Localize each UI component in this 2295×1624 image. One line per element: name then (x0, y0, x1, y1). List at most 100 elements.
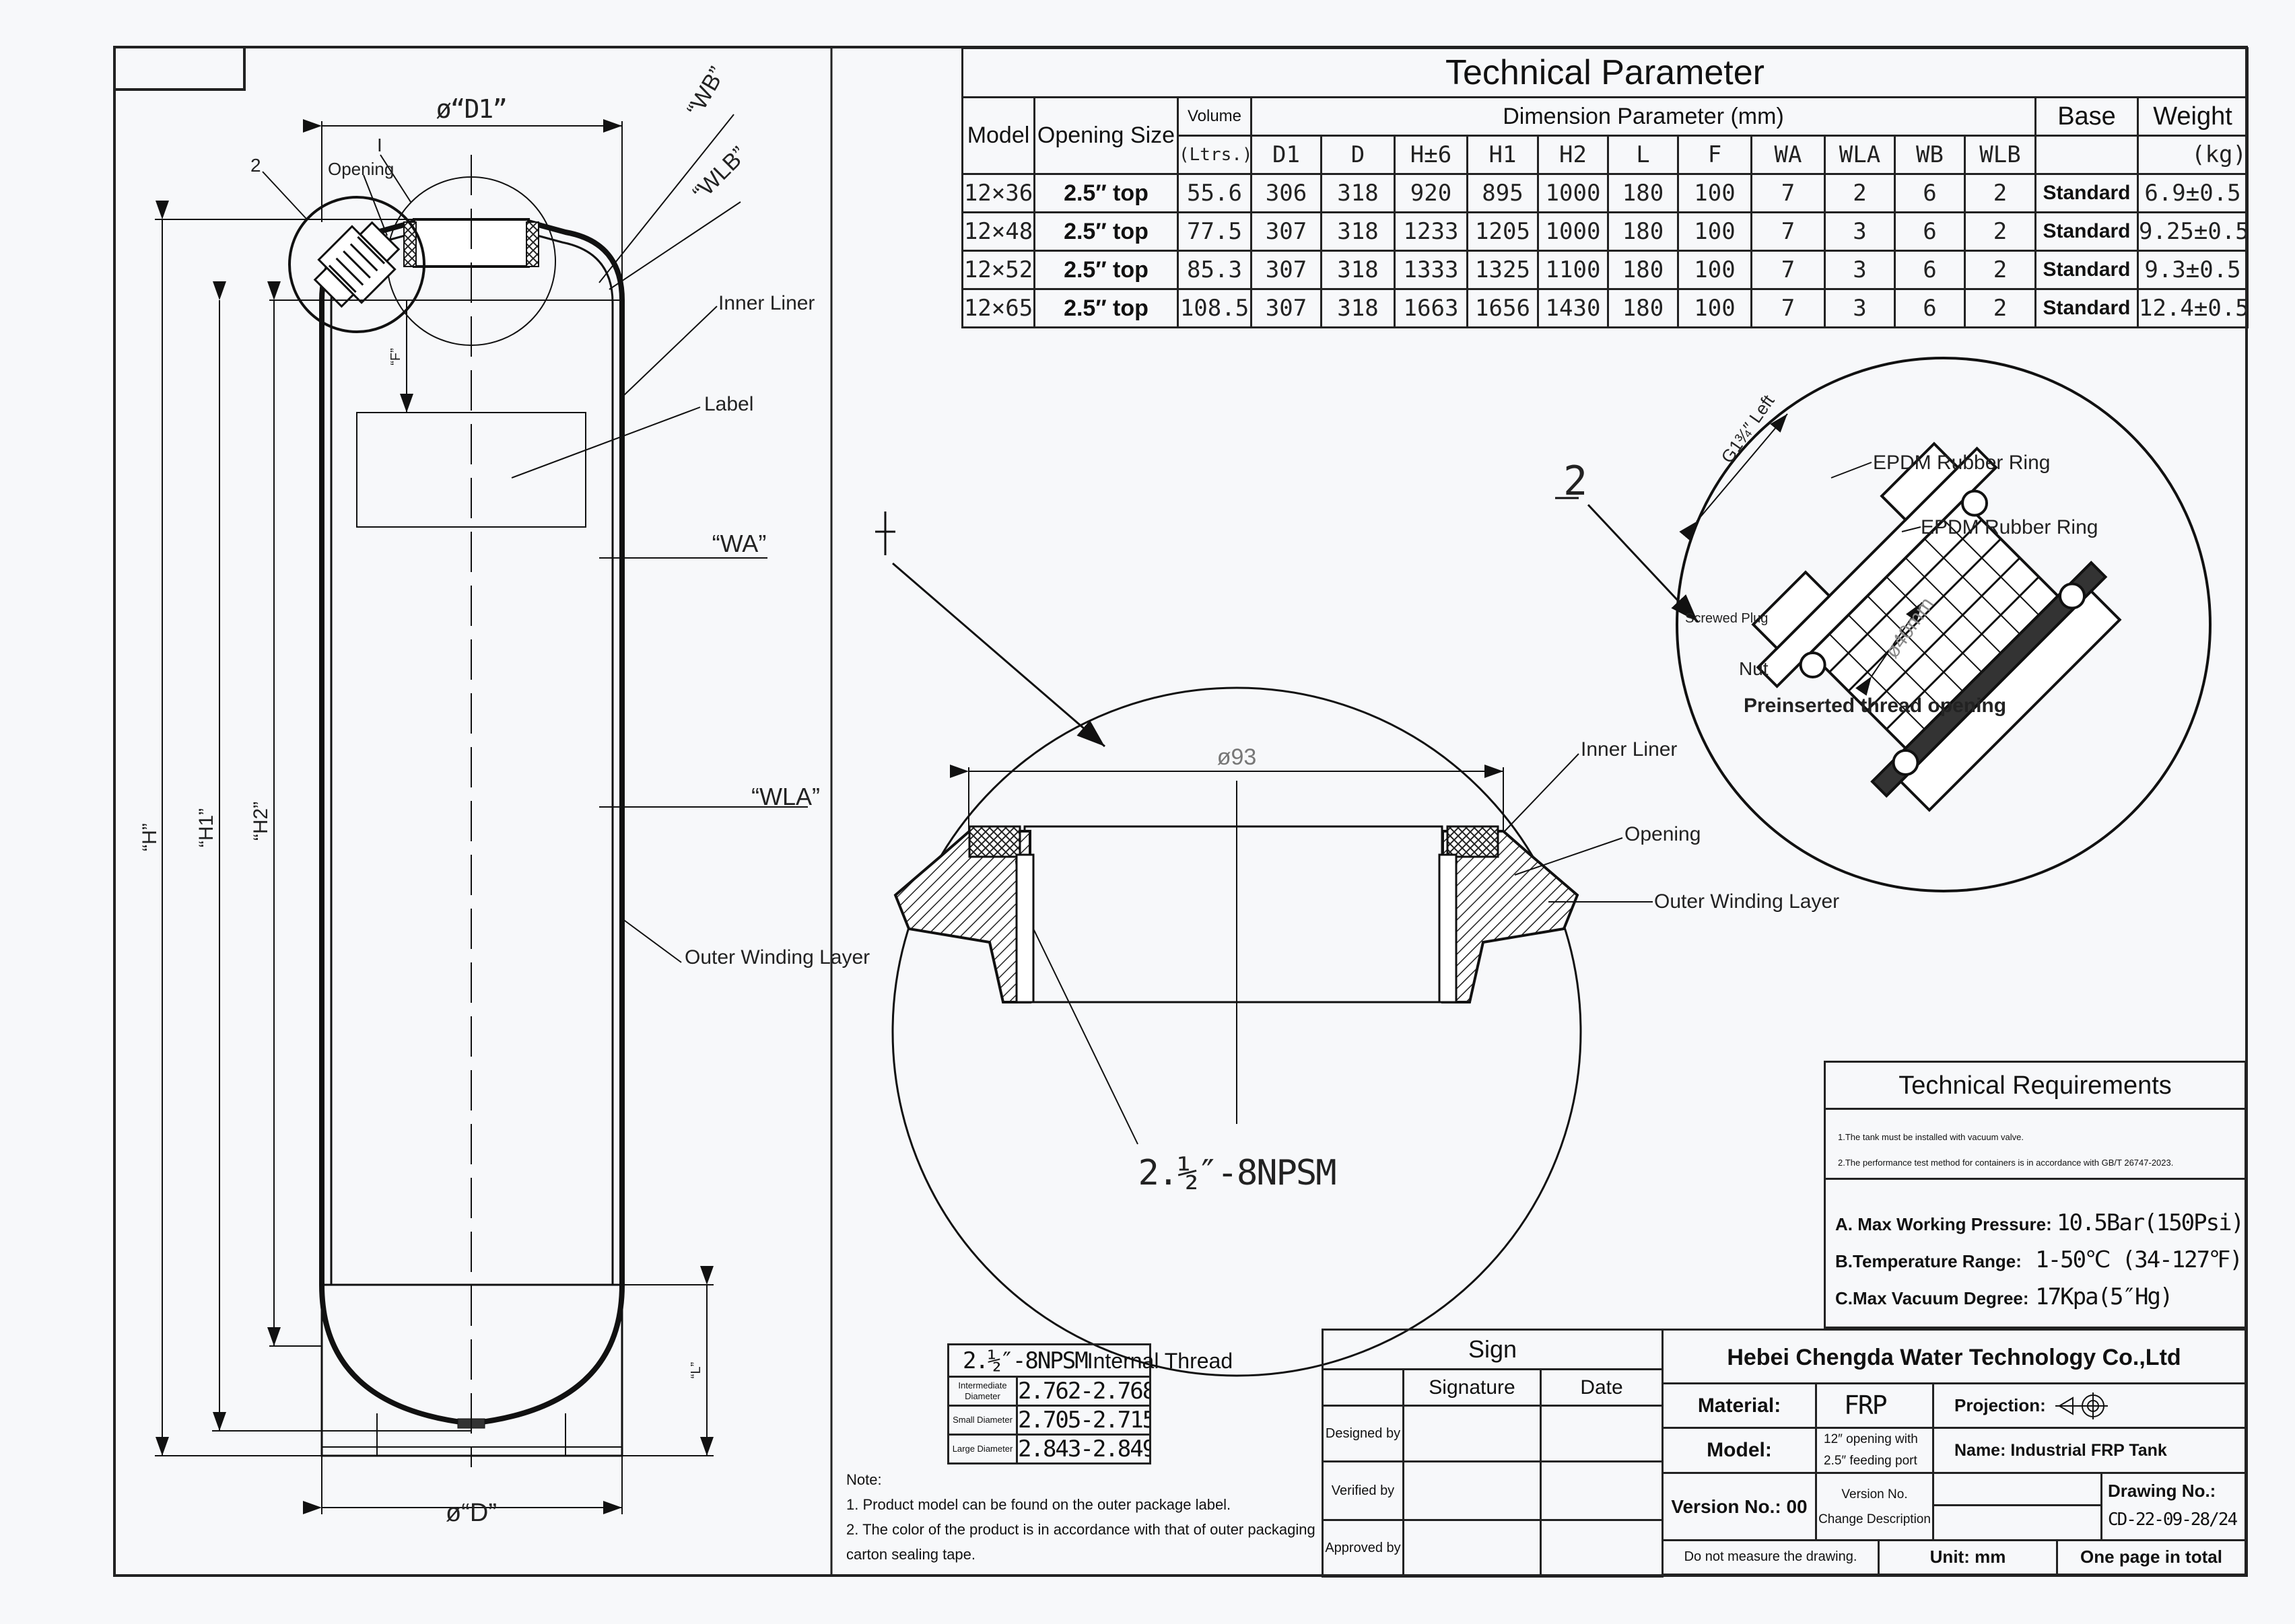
detail1-thread: 2.½″-8NPSM (1138, 1153, 1336, 1193)
cell-dimension: 6 (1894, 173, 1966, 213)
cell-dimension: 318 (1320, 211, 1396, 252)
cell-weight: 9.25±0.5 (2137, 211, 2249, 252)
cell-dimension: 7 (1750, 211, 1826, 252)
cell-model: 12×36 (961, 173, 1035, 213)
cell-dimension: 3 (1824, 288, 1896, 328)
thread-value: 2.843-2.849″ (1015, 1434, 1152, 1464)
model-line-1: 12″ opening with (1824, 1432, 1918, 1446)
cell-dimension: 2 (1964, 288, 2036, 328)
label-epdm-ring-2: EPDM Rubber Ring (1921, 516, 2098, 538)
header-volume: Volume (1177, 96, 1252, 137)
header-dim: L (1607, 135, 1679, 175)
notes: Note: 1. Product model can be found on t… (846, 1467, 1315, 1567)
cell-model: 12×52 (961, 250, 1035, 290)
company-title-block: Hebei Chengda Water Technology Co.,Ltd M… (1662, 1329, 2247, 1576)
ref-detail-1: I (377, 135, 382, 155)
cell-dimension: 7 (1750, 173, 1826, 213)
approved-by-label: Approved by (1322, 1519, 1404, 1578)
detail1-opening: Opening (1624, 823, 1701, 845)
ref-detail-2: 2 (250, 155, 261, 176)
cell-base: Standard (2034, 211, 2139, 252)
approved-date-field[interactable] (1539, 1519, 1664, 1578)
thread-value: 2.705-2.715″ (1015, 1405, 1152, 1436)
cell-model: 12×65 (961, 288, 1035, 328)
drawing-no-label: Drawing No.: (2108, 1481, 2216, 1501)
projection-label: Projection: (1954, 1395, 2046, 1415)
cell-opening: 2.5″ top (1033, 173, 1179, 213)
dim-h2: “H2” (250, 802, 272, 841)
thread-code: 2.½″-8NPSM (963, 1347, 1089, 1374)
designed-date-field[interactable] (1539, 1405, 1664, 1462)
header-dim: H±6 (1394, 135, 1468, 175)
verified-signature-field[interactable] (1402, 1460, 1542, 1521)
ref-detail-2-label: 2 (1563, 458, 1586, 505)
notes-title: Note: (846, 1471, 882, 1488)
designed-signature-field[interactable] (1402, 1405, 1542, 1462)
cell-dimension: 1333 (1394, 250, 1468, 290)
table-title: Technical Parameter (961, 47, 2249, 98)
cell-dimension: 1325 (1466, 250, 1539, 290)
verified-by-label: Verified by (1322, 1460, 1404, 1521)
model-label: Model: (1664, 1429, 1817, 1472)
version-label: Version No.: 00 (1664, 1474, 1817, 1539)
cell-dimension: 2 (1964, 173, 2036, 213)
cell-dimension: 1233 (1394, 211, 1468, 252)
cell-weight: 6.9±0.5 (2137, 173, 2249, 213)
thread-value: 2.762-2.768″ (1015, 1376, 1152, 1407)
detail1-outer-winding: Outer Winding Layer (1654, 890, 1839, 913)
header-dim: WLA (1824, 135, 1896, 175)
unit-label: Unit: mm (1880, 1541, 2058, 1574)
thread-title: Internal Thread (1087, 1348, 1233, 1373)
cell-dimension: 100 (1677, 250, 1752, 290)
cell-opening: 2.5″ top (1033, 250, 1179, 290)
thread-table: 2.½″-8NPSMInternal Thread Intermediate D… (947, 1343, 1233, 1464)
cell-dimension: 920 (1394, 173, 1468, 213)
header-model: Model (961, 96, 1035, 175)
model-line-2: 2.5″ feeding port (1824, 1454, 1917, 1468)
verified-date-field[interactable] (1539, 1460, 1664, 1521)
note-item: carton sealing tape. (846, 1546, 976, 1563)
spec-label: C.Max Vacuum Degree: (1835, 1288, 2029, 1308)
date-header: Date (1539, 1368, 1664, 1407)
cell-base: Standard (2034, 288, 2139, 328)
dim-l: “L” (689, 1362, 704, 1378)
header-dim: WA (1750, 135, 1826, 175)
header-dim: F (1677, 135, 1752, 175)
thread-label: Small Diameter (947, 1405, 1018, 1436)
header-dim: H2 (1537, 135, 1609, 175)
tank-section-view (155, 114, 808, 1514)
approved-signature-field[interactable] (1402, 1519, 1542, 1578)
cell-dimension: 6 (1894, 250, 1966, 290)
version-no-field (1934, 1474, 2100, 1506)
label-inner-liner: Inner Liner (718, 292, 815, 314)
spec-label: A. Max Working Pressure: (1835, 1214, 2052, 1234)
material-value: FRP (1817, 1384, 1934, 1427)
note-item: 2. The color of the product is in accord… (846, 1521, 1315, 1538)
dim-wla: “WLA” (751, 783, 820, 810)
detail1-inner-liner: Inner Liner (1581, 738, 1677, 761)
cell-dimension: 1100 (1537, 250, 1609, 290)
dim-wlb: “WLB” (688, 142, 752, 206)
tank-labels: ø“D1” ø“D” “H” “H1” “H2” “F” “L” “WA” “W… (139, 63, 870, 1527)
cell-dimension: 1000 (1537, 211, 1609, 252)
label-preinserted: Preinserted thread opening (1744, 695, 2006, 717)
cell-dimension: 6 (1894, 211, 1966, 252)
cell-dimension: 3 (1824, 211, 1896, 252)
spec-value: 1-50℃ (34-127℉) (2035, 1246, 2243, 1273)
cell-dimension: 1663 (1394, 288, 1468, 328)
cell-volume: 108.5 (1177, 288, 1252, 328)
tech-req-item: 1.The tank must be installed with vacuum… (1838, 1132, 2024, 1142)
cell-dimension: 2 (1824, 173, 1896, 213)
version-no-label: Version No. (1841, 1487, 1908, 1502)
cell-dimension: 1205 (1466, 211, 1539, 252)
cell-dimension: 895 (1466, 173, 1539, 213)
cell-dimension: 1000 (1537, 173, 1609, 213)
page-count: One page in total (2080, 1547, 2222, 1567)
cell-dimension: 100 (1677, 211, 1752, 252)
cell-dimension: 2 (1964, 250, 2036, 290)
label-nut: Nut (1739, 658, 1769, 679)
dim-h1: “H1” (195, 808, 217, 847)
